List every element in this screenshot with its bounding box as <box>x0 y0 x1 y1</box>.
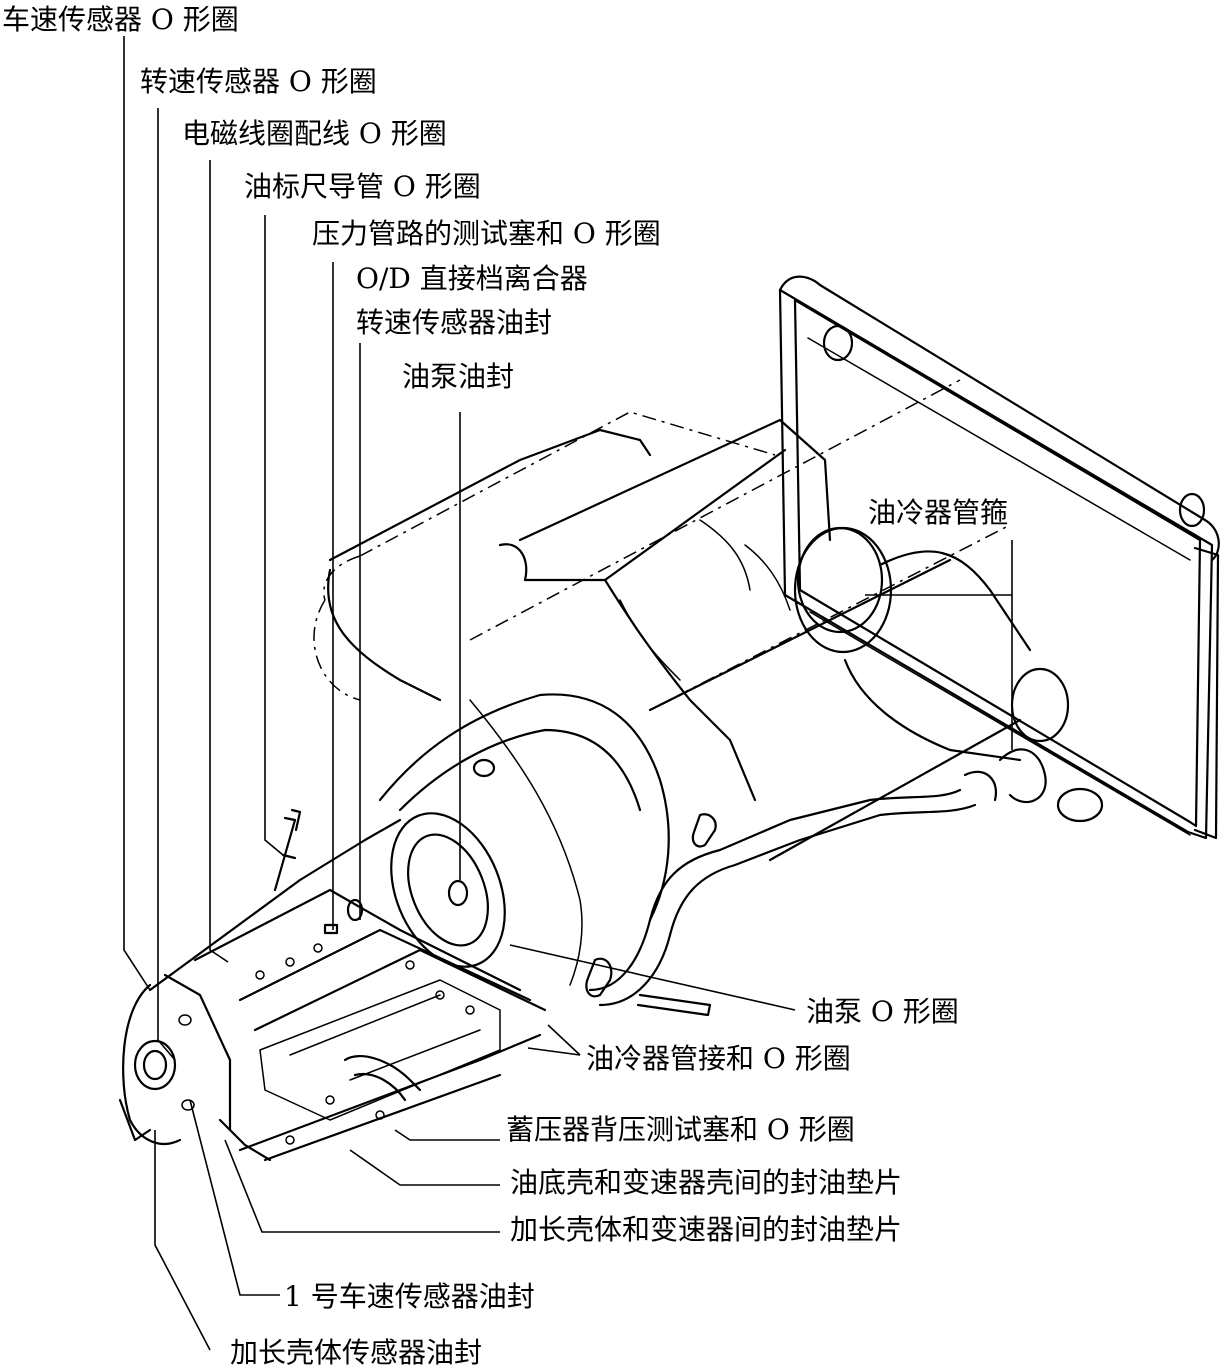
label-oil-pump-oil-seal: 油泵油封 <box>402 360 514 393</box>
label-oil-pump-oring: 油泵 O 形圈 <box>806 995 959 1028</box>
label-pressure-test-plug-oring: 压力管路的测试塞和 O 形圈 <box>312 217 661 250</box>
oil-cooler-drawing <box>793 526 1104 823</box>
label-oil-cooler-hose-clamp: 油冷器管箍 <box>868 496 1008 529</box>
label-vehicle-speed-sensor-oring: 车速传感器 O 形圈 <box>2 3 239 36</box>
label-oil-pan-gasket: 油底壳和变速器壳间的封油垫片 <box>510 1166 902 1199</box>
leader-lines <box>123 36 1013 1351</box>
label-speed-sensor-oring: 转速传感器 O 形圈 <box>140 65 377 98</box>
label-oil-cooler-union-oring: 油冷器管接和 O 形圈 <box>586 1042 851 1075</box>
label-extension-housing-sensor-oil-seal: 加长壳体传感器油封 <box>230 1336 482 1369</box>
label-accumulator-back-pressure-plug-oring: 蓄压器背压测试塞和 O 形圈 <box>506 1113 855 1146</box>
transmission-drawing <box>118 693 977 1162</box>
label-dipstick-tube-oring: 油标尺导管 O 形圈 <box>244 170 481 203</box>
radiator-drawing <box>778 275 1220 840</box>
label-no1-vehicle-speed-sensor-oil-seal: 1 号车速传感器油封 <box>284 1280 535 1313</box>
label-extension-housing-gasket: 加长壳体和变速器间的封油垫片 <box>510 1213 902 1246</box>
label-speed-sensor-oil-seal: 转速传感器油封 <box>356 306 552 339</box>
label-od-direct-clutch: O/D 直接档离合器 <box>356 262 588 295</box>
label-solenoid-wiring-oring: 电磁线圈配线 O 形圈 <box>182 117 447 150</box>
engine-outline <box>313 379 1022 862</box>
